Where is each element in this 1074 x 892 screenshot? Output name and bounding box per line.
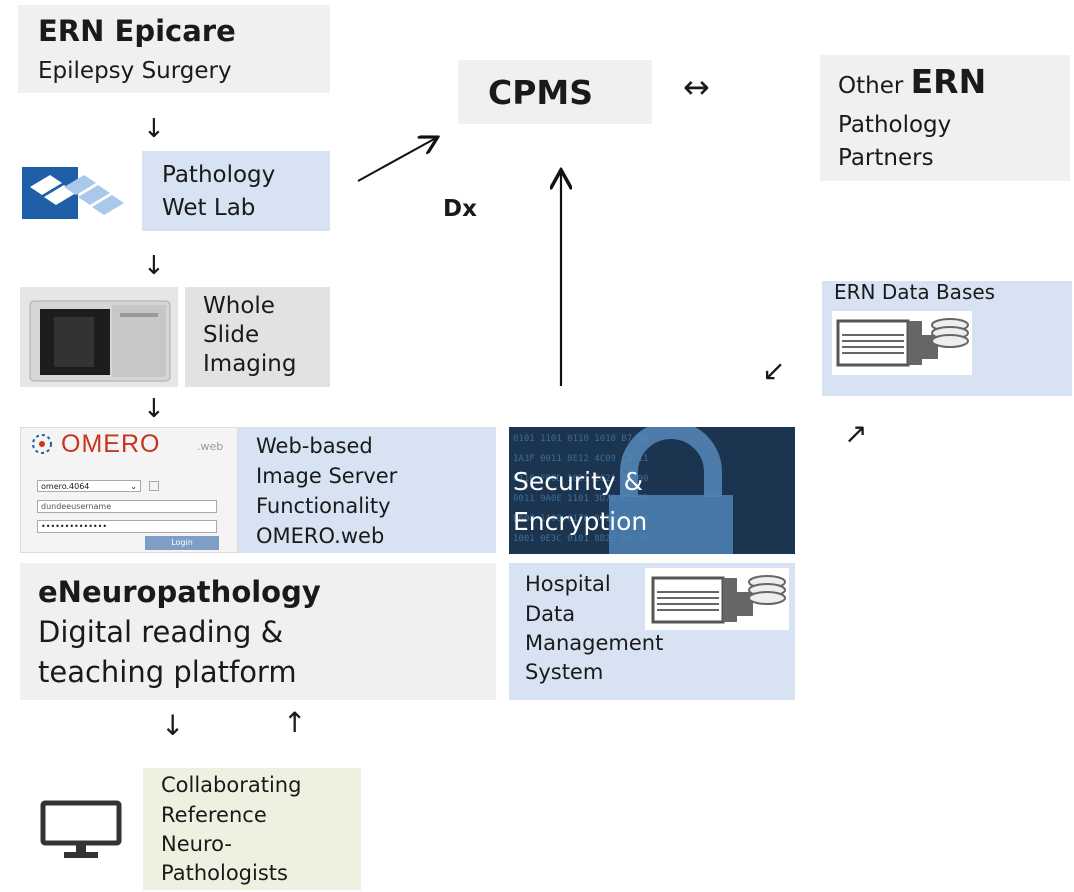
collab-line4: Pathologists: [161, 861, 288, 885]
svg-text:0110 F00D 1001 EC21 2F 90: 0110 F00D 1001 EC21 2F 90: [513, 474, 648, 484]
hospital-line3: Management: [525, 631, 664, 655]
collab-line3: Neuro-: [161, 832, 232, 856]
omero-login-panel: OMERO .web omero.4064 ⌄ dundeeusername •…: [20, 427, 238, 553]
other-ern-line3: Partners: [838, 145, 934, 171]
ern-epicare-box: ERN Epicare Epilepsy Surgery: [18, 5, 330, 93]
wsi-line1: Whole: [203, 293, 275, 319]
wsi-line2: Slide: [203, 322, 260, 348]
svg-text:B608 1100 C176 0010 7E 44: B608 1100 C176 0010 7E 44: [513, 514, 648, 524]
eneuro-title: eNeuropathology: [38, 575, 321, 609]
omero-logo-text: OMERO: [61, 430, 161, 458]
cpms-label: CPMS: [488, 73, 594, 112]
ern-db-box: ERN Data Bases: [822, 280, 1072, 396]
collab-line2: Reference: [161, 803, 267, 827]
omero-server-select[interactable]: omero.4064 ⌄: [37, 480, 141, 492]
wet-lab-line1: Pathology: [162, 162, 276, 188]
hospital-line2: Data: [525, 602, 576, 626]
hospital-box: Hospital Data Management System: [509, 563, 795, 700]
hospital-line1: Hospital: [525, 572, 611, 596]
eneuro-line3: teaching platform: [38, 655, 297, 689]
security-panel: 0101 1101 0110 1010 B7 5C 1A3F 0011 8E12…: [509, 427, 795, 554]
arrow-ne: ↗: [844, 417, 868, 450]
wetlab-to-cpms-arrow: [357, 138, 436, 182]
svg-text:0011 9A0E 1101 3D70 A1 5B: 0011 9A0E 1101 3D70 A1 5B: [513, 494, 648, 504]
web-server-line1: Web-based: [256, 434, 373, 458]
svg-text:0101 1101 0110 1010 B7 5C: 0101 1101 0110 1010 B7 5C: [513, 434, 648, 444]
bidirectional-arrow: ↔: [683, 68, 710, 106]
ern-db-label: ERN Data Bases: [834, 280, 996, 304]
arrow-sw: ↙: [762, 354, 786, 387]
other-ern-line2: Pathology: [838, 112, 952, 138]
omero-username-value: dundeeusername: [41, 502, 112, 511]
omero-info-icon: [149, 481, 159, 491]
arrow-down-2: ↓: [143, 251, 165, 281]
other-ern-box: Other ERN Pathology Partners: [820, 55, 1070, 181]
ern-epicare-subtitle: Epilepsy Surgery: [38, 58, 232, 84]
hospital-line4: System: [525, 660, 604, 684]
omero-username-input[interactable]: dundeeusername: [37, 500, 217, 513]
arrow-down-4: ↓: [161, 709, 185, 742]
web-server-box: Web-based Image Server Functionality OME…: [238, 427, 496, 553]
dx-label: Dx: [443, 196, 477, 222]
security-line2: Encryption: [513, 507, 648, 536]
select-chevron-icon: ⌄: [130, 482, 137, 491]
web-server-line3: Functionality: [256, 494, 391, 518]
omero-server-value: omero.4064: [41, 482, 90, 491]
other-ern-bold: ERN: [910, 62, 987, 101]
eneuro-line2: Digital reading &: [38, 615, 284, 649]
other-ern-prefix: Other: [838, 73, 911, 99]
omero-password-input[interactable]: ••••••••••••••: [37, 520, 217, 533]
arrow-up-1: ↑: [283, 706, 307, 739]
wet-lab-line2: Wet Lab: [162, 195, 256, 221]
collab-box: Collaborating Reference Neuro- Pathologi…: [143, 768, 361, 890]
other-ern-line1: Other ERN: [838, 65, 986, 101]
web-server-line2: Image Server: [256, 464, 398, 488]
cpms-box: CPMS: [458, 60, 652, 124]
omero-dots-icon: [32, 434, 52, 454]
security-line1: Security &: [513, 467, 644, 496]
collab-line1: Collaborating: [161, 773, 302, 797]
eneuro-box: eNeuropathology Digital reading & teachi…: [20, 563, 496, 700]
arrow-down-1: ↓: [143, 114, 165, 144]
wsi-box: Whole Slide Imaging: [185, 287, 330, 387]
svg-text:1001 0E3C 0101 8B2D F4 06: 1001 0E3C 0101 8B2D F4 06: [513, 534, 648, 544]
omero-logo-suffix: .web: [197, 440, 224, 453]
database-server-icon: [832, 311, 972, 375]
arrow-down-3: ↓: [143, 394, 165, 424]
monitor-icon: [40, 800, 122, 858]
hospital-server-icon: [645, 568, 789, 630]
ern-epicare-title: ERN Epicare: [38, 14, 236, 48]
web-server-line4: OMERO.web: [256, 524, 385, 548]
svg-text:1A3F 0011 8E12 4C09 C3 11: 1A3F 0011 8E12 4C09 C3 11: [513, 454, 648, 464]
slide-scanner-image: [20, 287, 178, 387]
wet-lab-box: Pathology Wet Lab: [142, 151, 330, 231]
omero-password-value: ••••••••••••••: [41, 522, 108, 531]
slides-icon: [22, 167, 124, 219]
omero-login-button[interactable]: Login: [145, 536, 219, 550]
padlock-icon: 0101 1101 0110 1010 B7 5C 1A3F 0011 8E12…: [509, 427, 795, 554]
wsi-line3: Imaging: [203, 351, 297, 377]
